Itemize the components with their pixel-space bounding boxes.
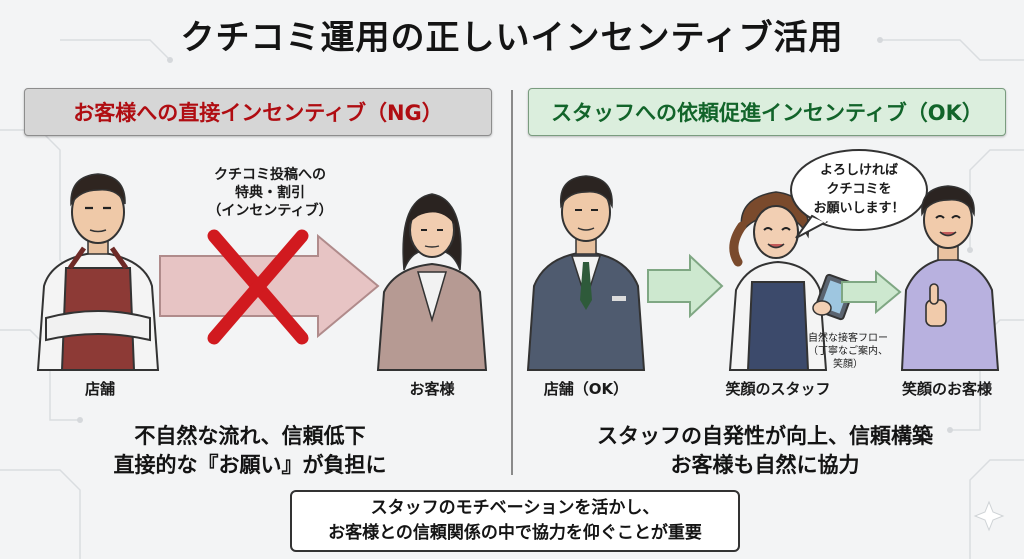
cross-mark [207,229,309,345]
store-owner-figure [36,173,160,371]
ng-summary: 不自然な流れ、信頼低下 直接的な『お願い』が負担に [60,422,440,480]
ng-summary-line: 直接的な『お願い』が負担に [113,453,387,477]
ok-panel-header: スタッフへの依頼促進インセンティブ（OK） [528,88,1006,136]
incentive-callout: クチコミ投稿への 特典・割引 （インセンティブ） [180,166,360,220]
ng-arrow [159,233,380,339]
callout-line: 特典・割引 [235,185,305,201]
store-manager-figure [526,175,646,371]
ok-summary: スタッフの自発性が向上、信頼構築 お客様も自然に協力 [540,422,990,480]
flow-note-line: 自然な接客フロー [808,333,888,344]
conclusion-line: スタッフのモチベーションを活かし、 [370,498,660,518]
ng-panel-header: お客様への直接インセンティブ（NG） [24,88,492,136]
ok-arrow-2 [841,269,902,315]
panel-divider [511,90,513,475]
ok-arrow-1 [647,253,724,319]
ok-summary-line: スタッフの自発性が向上、信頼構築 [597,424,933,448]
ok-summary-line: お客様も自然に協力 [670,453,860,477]
happy-customer-label: 笑顔のお客様 [901,380,992,398]
speech-bubble [790,149,928,239]
customer-label: お客様 [409,380,455,398]
flow-note: 自然な接客フロー （丁寧なご案内、 笑顔） [792,332,904,371]
customer-man-figure [900,185,1000,371]
staff-figure [728,191,856,371]
flow-note-line: （丁寧なご案内、 [808,346,888,357]
speech-line: よろしければ [819,163,898,178]
conclusion-box: スタッフのモチベーションを活かし、 お客様との信頼関係の中で協力を仰ぐことが重要 [290,490,740,552]
callout-line: （インセンティブ） [207,203,333,219]
callout-line: クチコミ投稿への [214,167,326,183]
page-title: クチコミ運用の正しいインセンティブ活用 [180,18,844,58]
conclusion-line: お客様との信頼関係の中で協力を仰ぐことが重要 [328,523,702,543]
speech-line: お願いします！ [813,201,905,216]
store-label: 店舗 [84,380,115,398]
customer-woman-figure [376,193,488,371]
staff-label: 笑顔のスタッフ [725,380,831,398]
store-ok-label: 店舗（OK） [543,380,629,398]
speech-text: よろしければ クチコミを お願いします！ [796,161,922,218]
ng-summary-line: 不自然な流れ、信頼低下 [134,424,366,448]
speech-line: クチコミを [826,182,892,197]
flow-note-line: 笑顔） [833,359,863,370]
